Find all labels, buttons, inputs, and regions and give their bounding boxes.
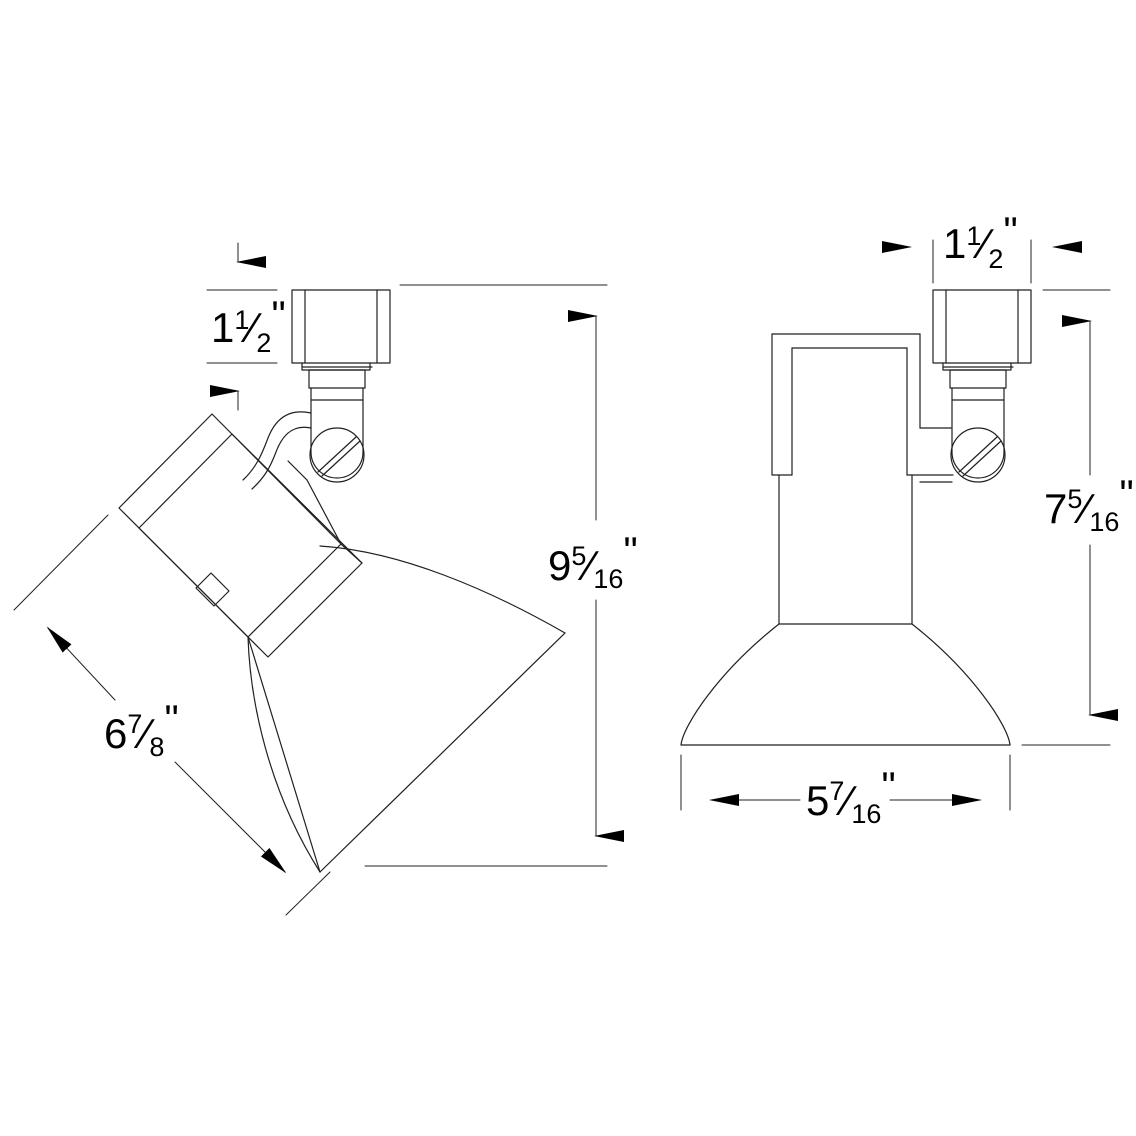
dim-inch-2: ": [623, 530, 637, 574]
cable-loop-left: [242, 411, 312, 490]
yoke-bracket-right: [771, 333, 954, 483]
shade-dome-right: [680, 623, 1011, 746]
dim-whole-3: 6: [104, 710, 127, 757]
shade-dome-left: [247, 545, 566, 873]
dim-inch-3: ": [164, 698, 178, 742]
dim-num-6: 7: [829, 776, 844, 806]
dim-adapter-height-left: [206, 242, 278, 411]
swivel-stem-left: [309, 387, 365, 483]
svg-text:75⁄16": 75⁄16": [1044, 473, 1134, 537]
dim-shade-diagonal-left: [13, 514, 331, 916]
dim-den-5: 16: [1089, 507, 1119, 537]
svg-text:11⁄2": 11⁄2": [943, 210, 1018, 274]
right-view-geometry: [680, 239, 1118, 811]
dim-label-overall-height-right: 75⁄16": [1044, 473, 1134, 537]
dim-den-6: 16: [851, 799, 881, 829]
dim-label-overall-height-left: 95⁄16": [548, 530, 638, 594]
dim-num-4: 1: [966, 221, 981, 251]
housing-tab-left: [195, 572, 230, 607]
dim-whole-2: 9: [548, 542, 571, 589]
dim-whole-4: 1: [943, 220, 966, 267]
dim-shade-diameter-right: [680, 754, 1011, 811]
dim-overall-height-left: [364, 284, 624, 867]
dim-whole-1: 1: [211, 304, 234, 351]
dim-adapter-width-right: [882, 239, 1082, 284]
dim-num-2: 5: [571, 541, 586, 571]
dim-num-5: 5: [1067, 484, 1082, 514]
left-view-geometry: [13, 242, 624, 916]
dim-overall-height-right: [1021, 289, 1118, 746]
dim-label-adapter-height-left: 11⁄2": [211, 294, 286, 358]
svg-text:57⁄16": 57⁄16": [806, 765, 896, 829]
dim-inch-1: ": [271, 294, 285, 338]
dim-num-1: 1: [234, 305, 249, 335]
dim-den-4: 2: [988, 244, 1003, 274]
svg-text:11⁄2": 11⁄2": [211, 294, 286, 358]
track-adapter-box-right: [932, 289, 1032, 389]
swivel-stem-right: [950, 387, 1006, 483]
dim-whole-5: 7: [1044, 485, 1067, 532]
square-housing-inner-left: [138, 433, 363, 658]
svg-text:67⁄8": 67⁄8": [104, 698, 179, 762]
housing-collar-right: [778, 474, 913, 625]
dim-whole-6: 5: [806, 777, 829, 824]
dim-num-3: 7: [127, 709, 142, 739]
dim-inch-5: ": [1119, 473, 1133, 517]
track-adapter-box-left: [291, 289, 391, 389]
housing-collar-left: [287, 460, 363, 564]
dim-inch-4: ": [1003, 210, 1017, 254]
dim-den-2: 16: [593, 564, 623, 594]
dim-label-shade-diameter-right: 57⁄16": [806, 765, 896, 829]
dim-den-3: 8: [149, 732, 164, 762]
dim-label-adapter-width-right: 11⁄2": [943, 210, 1018, 274]
dim-den-1: 2: [256, 328, 271, 358]
svg-text:95⁄16": 95⁄16": [548, 530, 638, 594]
dim-inch-6: ": [881, 765, 895, 809]
square-housing-outer-left: [118, 413, 342, 638]
dim-label-shade-diagonal-left: 67⁄8": [104, 698, 179, 762]
